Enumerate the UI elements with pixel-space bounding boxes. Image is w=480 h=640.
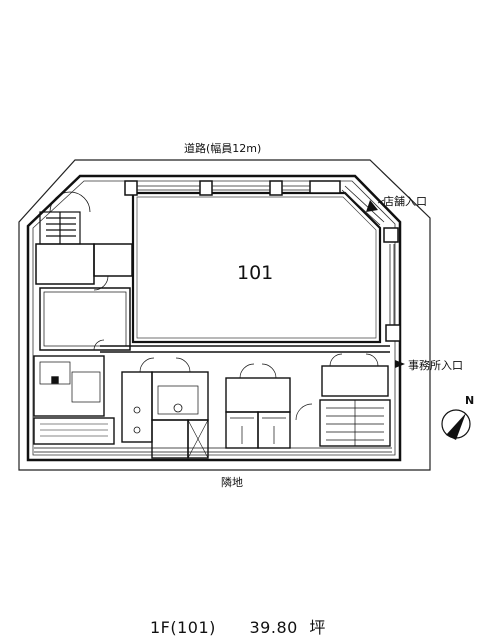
bottom-wall xyxy=(34,447,392,453)
building-outline xyxy=(26,174,402,462)
right-stair xyxy=(295,353,391,447)
utility-rooms xyxy=(121,357,209,459)
bottom-left-rooms xyxy=(33,355,115,445)
elevator-hall xyxy=(225,363,291,449)
entrance-arrow-line xyxy=(377,199,385,204)
left-core-rooms xyxy=(35,243,133,351)
floor-label: 1F(101) xyxy=(150,618,216,637)
corridor xyxy=(100,345,390,353)
entrance-arrow-icon xyxy=(395,360,405,368)
compass-icon xyxy=(441,409,471,440)
road-label: 道路(幅員12m) xyxy=(184,142,262,155)
compass-north-label: N xyxy=(465,394,475,407)
area-value: 39.80 xyxy=(249,618,298,637)
office-entrance-label: 事務所入口 xyxy=(408,359,463,372)
shop-entrance-label: 店舗入口 xyxy=(383,195,427,208)
left-stair xyxy=(39,191,91,245)
site-boundary xyxy=(18,159,431,471)
building-inner-outline xyxy=(32,180,396,456)
unit-number-label: 101 xyxy=(237,262,274,284)
entrance-arrow-icon xyxy=(366,200,378,212)
window-bands xyxy=(137,185,395,325)
area-unit: 坪 xyxy=(309,618,326,637)
unit-101-room-inner xyxy=(136,196,377,339)
front-columns xyxy=(124,180,401,342)
floor-area-caption: 1F(101) 39.80 坪 xyxy=(150,614,332,638)
neighbor-lot-label: 隣地 xyxy=(221,476,243,489)
